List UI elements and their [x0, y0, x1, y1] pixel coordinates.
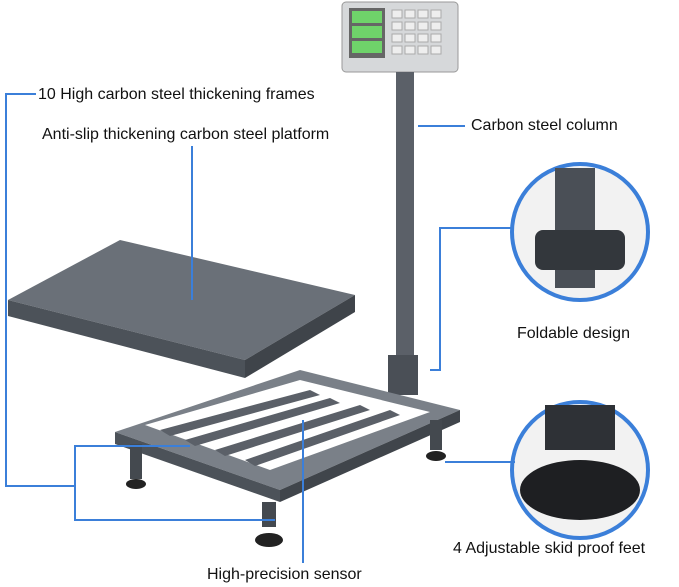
callout-lines — [5, 93, 515, 563]
platform — [8, 240, 355, 378]
label-feet: 4 Adjustable skid proof feet — [453, 540, 646, 557]
label-sensor: High-precision sensor — [207, 566, 362, 583]
column — [396, 72, 414, 372]
label-column: Carbon steel column — [471, 117, 618, 134]
feet-detail — [510, 400, 650, 540]
base-frame — [115, 370, 460, 547]
label-platform: Anti-slip thickening carbon steel platfo… — [42, 126, 330, 143]
foldable-detail — [510, 162, 650, 302]
label-foldable: Foldable design — [517, 325, 630, 342]
label-frames: 10 High carbon steel thickening frames — [38, 86, 315, 103]
indicator-display — [341, 1, 459, 73]
